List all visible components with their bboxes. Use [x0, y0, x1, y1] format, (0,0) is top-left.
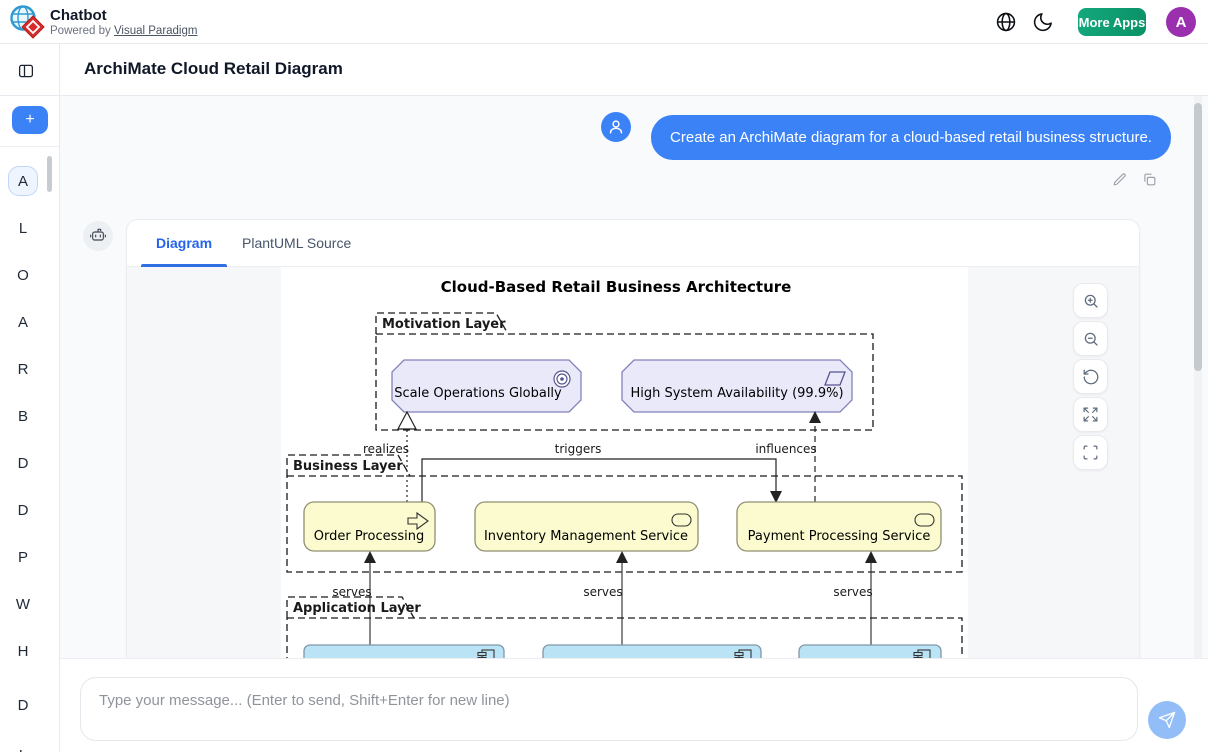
- expand-icon: [1083, 407, 1098, 422]
- outcome-availability: [621, 359, 853, 413]
- app-title: Chatbot: [50, 7, 107, 24]
- conversation-sidebar: + A L O A R B D D P W H D L: [0, 44, 60, 752]
- business-service-icon: [914, 513, 935, 527]
- application-component: [303, 644, 505, 658]
- sidebar-item-conversation[interactable]: O: [17, 266, 29, 284]
- application-component: [542, 644, 762, 658]
- business-layer-tab: [286, 454, 411, 477]
- inventory-service-label: Inventory Management Service: [484, 529, 688, 544]
- copy-message-icon[interactable]: [1141, 171, 1158, 188]
- triggers-arrowhead: [770, 491, 782, 503]
- sidebar-item-conversation[interactable]: R: [17, 360, 29, 378]
- powered-by: Powered by Visual Paradigm: [50, 25, 198, 37]
- archimate-diagram: Cloud-Based Retail Business Architecture…: [286, 278, 963, 658]
- outcome-label: High System Availability (99.9%): [630, 386, 843, 401]
- business-service-payment: [736, 501, 942, 552]
- expand-button[interactable]: [1073, 397, 1108, 432]
- reset-view-button[interactable]: [1073, 359, 1108, 394]
- influences-arrowhead: [809, 411, 821, 423]
- fullscreen-icon: [1083, 445, 1098, 460]
- fullscreen-button[interactable]: [1073, 435, 1108, 470]
- send-button[interactable]: [1148, 701, 1186, 739]
- dark-mode-moon-icon[interactable]: [1032, 11, 1054, 33]
- motivation-layer-label: Motivation Layer: [382, 317, 506, 332]
- goal-label: Scale Operations Globally: [394, 386, 562, 401]
- sidebar-toggle-icon[interactable]: [17, 62, 35, 80]
- business-service-icon: [671, 513, 692, 527]
- outcome-icon: [824, 371, 846, 386]
- motivation-layer-group: [375, 333, 874, 431]
- serves-label: serves: [833, 585, 872, 599]
- sidebar-item-conversation[interactable]: A: [17, 313, 28, 331]
- zoom-out-button[interactable]: [1073, 321, 1108, 356]
- motivation-layer-tab: [375, 312, 509, 335]
- diagram-title: Cloud-Based Retail Business Architecture: [441, 278, 792, 296]
- powered-by-link[interactable]: Visual Paradigm: [113, 25, 198, 37]
- new-chat-row: +: [0, 96, 59, 147]
- tab-diagram[interactable]: Diagram: [141, 220, 228, 267]
- sidebar-header: [0, 44, 59, 96]
- sidebar-item-conversation[interactable]: A: [8, 166, 38, 196]
- triggers-line: [421, 458, 777, 502]
- conversation-titlebar: ArchiMate Cloud Retail Diagram: [60, 44, 1208, 96]
- application-layer-label: Application Layer: [293, 601, 421, 616]
- diagram-viewport: Cloud-Based Retail Business Architecture…: [127, 267, 1139, 658]
- serves-label: serves: [332, 585, 371, 599]
- sidebar-scrollbar[interactable]: [47, 156, 52, 192]
- sidebar-item-conversation[interactable]: W: [15, 595, 31, 613]
- zoom-out-icon: [1084, 332, 1098, 346]
- business-service-inventory: [474, 501, 699, 552]
- chat-scrollbar[interactable]: [1194, 103, 1202, 371]
- user-message-avatar: [601, 112, 631, 142]
- sidebar-item-conversation[interactable]: D: [17, 696, 29, 714]
- sidebar-item-conversation[interactable]: P: [17, 548, 28, 566]
- business-process-icon: [407, 511, 429, 531]
- goal-scale-operations: [391, 359, 582, 413]
- realization-arrowhead: [397, 410, 417, 430]
- tab-plantuml-source[interactable]: PlantUML Source: [242, 235, 352, 251]
- more-apps-button[interactable]: More Apps: [1078, 8, 1146, 36]
- page-title: ArchiMate Cloud Retail Diagram: [84, 59, 343, 78]
- chat-scrollbar-track: [1194, 96, 1202, 658]
- sidebar-item-conversation[interactable]: L: [18, 219, 28, 237]
- visual-paradigm-logo-icon: [10, 5, 45, 39]
- order-processing-label: Order Processing: [314, 529, 425, 544]
- user-account-avatar[interactable]: A: [1166, 7, 1196, 37]
- zoom-in-icon: [1084, 294, 1098, 308]
- send-icon: [1158, 711, 1176, 729]
- business-layer-label: Business Layer: [293, 459, 403, 474]
- app-header: Chatbot Powered by Visual Paradigm More …: [0, 0, 1208, 44]
- serves-label: serves: [583, 585, 622, 599]
- business-process-order: [303, 501, 436, 552]
- triggers-label: triggers: [555, 442, 602, 456]
- message-composer: [60, 658, 1208, 752]
- application-component: [798, 644, 942, 658]
- realizes-label: realizes: [363, 442, 409, 456]
- zoom-in-button[interactable]: [1073, 283, 1108, 318]
- reset-view-icon: [1083, 369, 1098, 384]
- new-chat-button[interactable]: +: [12, 106, 48, 134]
- diagram-canvas: Cloud-Based Retail Business Architecture…: [281, 267, 968, 658]
- diagram-result-card: Diagram PlantUML Source Cloud-Based Reta…: [126, 219, 1140, 658]
- influences-label: influences: [755, 442, 816, 456]
- component-icon: [477, 649, 931, 658]
- bot-message-avatar: [83, 221, 113, 251]
- message-input[interactable]: [80, 677, 1138, 741]
- sidebar-item-conversation[interactable]: D: [17, 501, 29, 519]
- edit-message-icon[interactable]: [1111, 171, 1128, 188]
- chat-scroll-area: Create an ArchiMate diagram for a cloud-…: [60, 96, 1208, 658]
- result-tabs: Diagram PlantUML Source: [127, 220, 1139, 267]
- sidebar-item-conversation[interactable]: L: [8, 740, 38, 752]
- payment-service-label: Payment Processing Service: [748, 529, 931, 544]
- sidebar-item-conversation[interactable]: D: [17, 454, 29, 472]
- robot-icon: [90, 228, 106, 241]
- sidebar-item-conversation[interactable]: B: [17, 407, 28, 425]
- user-message-bubble: Create an ArchiMate diagram for a cloud-…: [651, 115, 1171, 160]
- application-layer-tab: [286, 596, 415, 619]
- sidebar-item-conversation[interactable]: H: [17, 642, 29, 660]
- language-globe-icon[interactable]: [995, 11, 1017, 33]
- person-icon: [609, 120, 623, 134]
